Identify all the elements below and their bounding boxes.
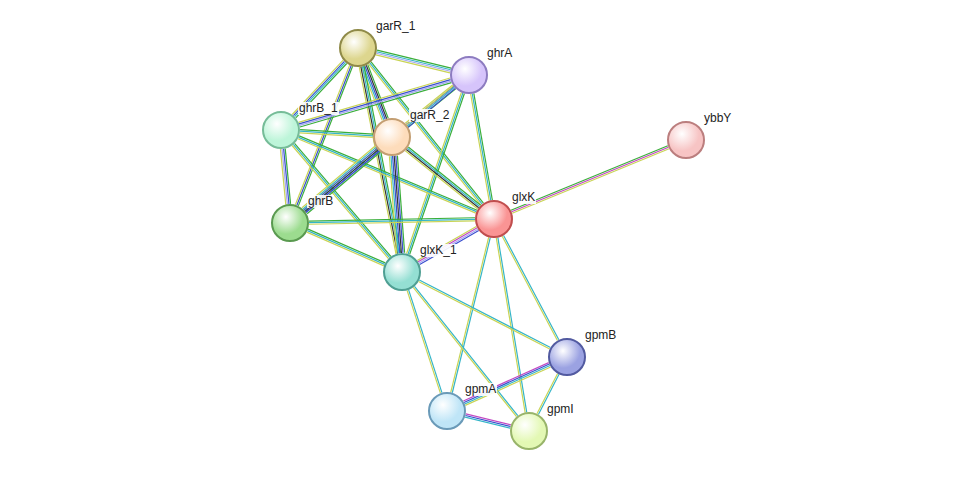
interaction-edge — [419, 280, 551, 349]
evidence-line — [306, 151, 379, 213]
evidence-line — [512, 147, 669, 212]
node-label: gpmA — [464, 383, 497, 396]
node-label: ghrB — [307, 195, 334, 208]
node-label: ybbY — [703, 112, 732, 125]
interaction-edge — [413, 286, 518, 416]
node-label: glxK_1 — [419, 244, 458, 257]
evidence-line — [293, 61, 344, 115]
evidence-line — [418, 228, 477, 262]
interaction-edge — [300, 130, 373, 138]
interaction-edge — [511, 146, 669, 214]
protein-node: ghrA — [450, 56, 488, 94]
interaction-edge — [463, 363, 550, 406]
evidence-line — [472, 94, 491, 201]
interaction-edge — [471, 93, 493, 200]
interaction-edge — [376, 50, 451, 73]
interaction-edge — [302, 146, 380, 214]
evidence-line — [465, 366, 550, 404]
evidence-line — [376, 53, 450, 71]
evidence-line — [377, 52, 451, 70]
evidence-line — [409, 290, 442, 393]
evidence-line — [511, 146, 668, 211]
evidence-line — [471, 94, 490, 201]
evidence-line — [295, 143, 391, 256]
evidence-line — [474, 93, 493, 200]
interaction-edge — [280, 149, 290, 205]
evidence-line — [305, 150, 378, 212]
node-label: glxK — [511, 191, 536, 204]
protein-node: garR_2 — [373, 118, 411, 156]
interaction-edge — [299, 78, 452, 127]
node-label: gpmB — [584, 329, 617, 342]
evidence-line — [300, 133, 373, 138]
protein-node: ghrB — [271, 204, 309, 242]
evidence-line — [406, 150, 478, 208]
evidence-line — [419, 229, 478, 263]
interaction-edge — [309, 218, 475, 224]
node-label: garR_1 — [375, 20, 416, 33]
evidence-line — [292, 146, 388, 259]
protein-node: ghrB_1 — [262, 111, 300, 149]
node-label: ghrA — [486, 47, 513, 60]
protein-node: glxK — [475, 200, 513, 238]
evidence-line — [393, 156, 400, 253]
evidence-line — [391, 156, 398, 253]
interaction-edge — [405, 85, 455, 127]
interaction-edge — [307, 229, 385, 266]
evidence-line — [307, 231, 384, 265]
interaction-edge — [292, 143, 391, 258]
evidence-line — [308, 229, 385, 263]
evidence-line — [405, 85, 452, 123]
evidence-line — [293, 144, 389, 257]
evidence-line — [304, 149, 377, 211]
evidence-line — [417, 226, 476, 260]
evidence-line — [280, 149, 285, 204]
node-label: ghrB_1 — [298, 102, 339, 115]
protein-node: glxK_1 — [383, 253, 421, 291]
evidence-line — [463, 363, 548, 401]
evidence-line — [464, 364, 549, 402]
interaction-edge — [465, 414, 511, 428]
evidence-line — [295, 62, 346, 116]
evidence-line — [377, 50, 451, 68]
evidence-line — [465, 416, 510, 427]
interaction-edge — [292, 60, 346, 118]
interaction-edge — [389, 156, 404, 254]
evidence-line — [465, 417, 510, 428]
interaction-edge — [405, 147, 480, 209]
evidence-line — [420, 231, 479, 265]
evidence-line — [302, 146, 375, 208]
node-label: garR_2 — [409, 109, 450, 122]
protein-node: gpmA — [428, 392, 466, 430]
evidence-line — [405, 151, 477, 209]
evidence-line — [414, 286, 517, 415]
interaction-edge — [417, 226, 478, 264]
node-label: gpmI — [546, 403, 575, 416]
protein-node: gpmI — [510, 412, 548, 450]
protein-node: garR_1 — [339, 29, 377, 67]
evidence-line — [292, 60, 343, 114]
evidence-line — [307, 152, 380, 214]
evidence-line — [419, 280, 550, 348]
evidence-line — [303, 147, 376, 209]
evidence-line — [407, 290, 440, 393]
evidence-line — [407, 148, 479, 206]
protein-node: gpmB — [548, 338, 586, 376]
evidence-line — [407, 92, 462, 253]
evidence-line — [408, 147, 480, 205]
protein-node: ybbY — [667, 121, 705, 159]
evidence-line — [376, 55, 450, 73]
evidence-line — [307, 232, 384, 266]
evidence-line — [389, 156, 396, 253]
interaction-edge — [407, 290, 442, 393]
evidence-line — [299, 78, 451, 122]
evidence-line — [309, 221, 475, 224]
evidence-line — [413, 287, 516, 416]
